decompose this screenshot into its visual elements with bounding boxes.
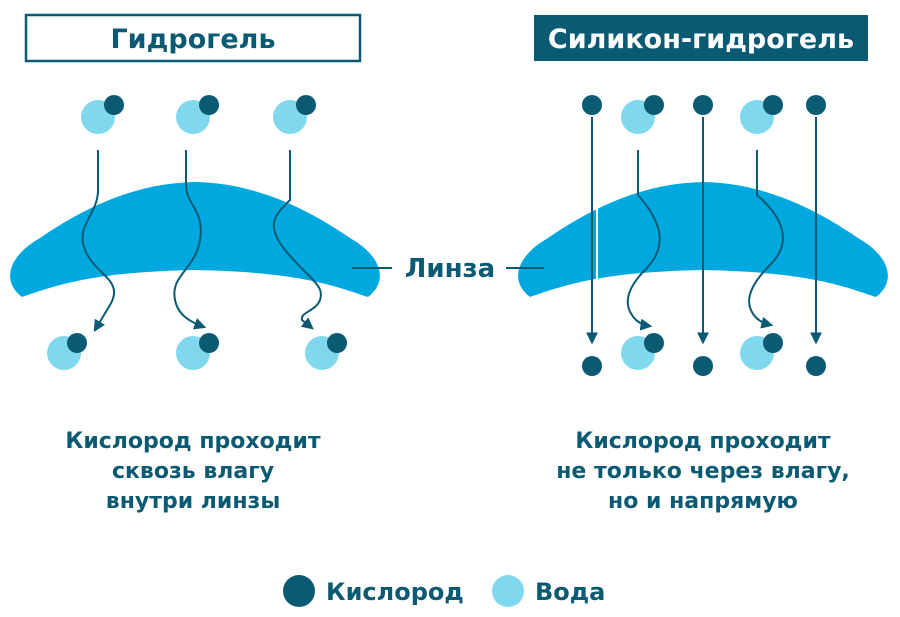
hydrogel-caption-line-2: сквозь влагу bbox=[112, 459, 274, 484]
water-with-oxygen-icon bbox=[176, 95, 219, 134]
water-with-oxygen-icon bbox=[273, 95, 316, 134]
oxygen-dot-icon bbox=[582, 95, 602, 115]
hydrogel-path-2 bbox=[173, 150, 207, 330]
hydrogel-title-box: Гидрогель bbox=[24, 13, 362, 63]
silicone-caption-line-3: но и напрямую bbox=[608, 489, 798, 514]
water-with-oxygen-icon bbox=[740, 333, 783, 370]
hydrogel-caption-line-1: Кислород проходит bbox=[65, 429, 321, 454]
oxygen-dot-icon bbox=[693, 356, 713, 376]
oxygen-dot-icon bbox=[806, 356, 826, 376]
legend: Кислород Вода bbox=[283, 575, 605, 607]
hydrogel-lens bbox=[10, 182, 380, 297]
legend-water-label: Вода bbox=[535, 578, 605, 606]
legend-oxygen-label: Кислород bbox=[326, 578, 464, 606]
silicone-caption-line-2: не только через влагу, bbox=[556, 459, 850, 484]
water-with-oxygen-icon bbox=[305, 333, 347, 370]
oxygen-dot-icon bbox=[806, 95, 826, 115]
hydrogel-path-3 bbox=[272, 150, 322, 330]
silicone-title-box: Силикон-гидрогель bbox=[534, 15, 868, 61]
legend-water-icon bbox=[492, 575, 524, 607]
oxygen-dot-icon bbox=[693, 95, 713, 115]
oxygen-dot-icon bbox=[582, 356, 602, 376]
hydrogel-caption-line-3: внутри линзы bbox=[106, 489, 280, 514]
silicone-caption: Кислород проходит не только через влагу,… bbox=[556, 429, 850, 514]
water-with-oxygen-icon bbox=[176, 333, 219, 370]
silicone-water-path-1 bbox=[626, 150, 661, 331]
silicone-caption-line-1: Кислород проходит bbox=[575, 429, 831, 454]
hydrogel-title: Гидрогель bbox=[110, 24, 275, 55]
legend-oxygen-icon bbox=[283, 575, 315, 607]
water-with-oxygen-icon bbox=[621, 95, 664, 134]
silicone-title: Силикон-гидрогель bbox=[548, 24, 854, 55]
lens-label: Линза bbox=[405, 254, 495, 284]
hydrogel-caption: Кислород проходит сквозь влагу внутри ли… bbox=[65, 429, 321, 514]
silicone-water-path-2 bbox=[748, 150, 784, 329]
water-with-oxygen-icon bbox=[621, 333, 664, 370]
water-with-oxygen-icon bbox=[740, 95, 783, 134]
hydrogel-path-1 bbox=[81, 150, 116, 333]
water-with-oxygen-icon bbox=[81, 95, 124, 134]
water-with-oxygen-icon bbox=[47, 333, 87, 370]
